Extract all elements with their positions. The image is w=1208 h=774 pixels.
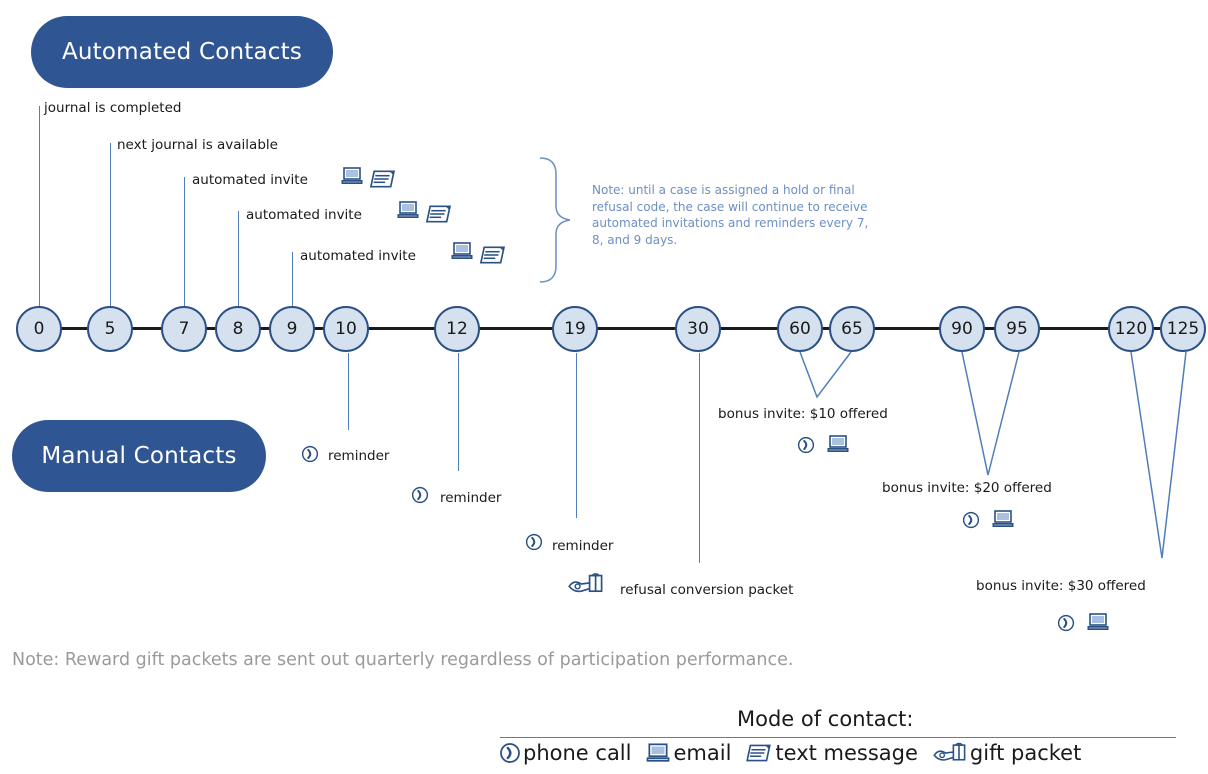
gift-packet-icon	[932, 741, 968, 765]
email-icon	[826, 434, 850, 454]
label-automated-invite-2: automated invite	[246, 207, 362, 223]
node-day-120: 120	[1108, 306, 1154, 352]
label-journal-completed: journal is completed	[44, 100, 182, 116]
email-icon	[991, 509, 1015, 529]
connector-day-19	[576, 353, 577, 518]
connector-day-9	[292, 252, 293, 308]
phone-icon	[797, 436, 815, 454]
label-bonus-30: bonus invite: $30 offered	[976, 578, 1146, 594]
node-day-19: 19	[552, 306, 598, 352]
node-day-5: 5	[87, 306, 133, 352]
manual-contacts-header: Manual Contacts	[12, 420, 266, 492]
connector-day-12	[458, 353, 459, 471]
phone-icon	[499, 742, 521, 764]
legend-divider	[500, 737, 1176, 738]
node-day-95: 95	[994, 306, 1040, 352]
label-next-journal: next journal is available	[117, 137, 278, 153]
legend-email-label: email	[673, 741, 732, 765]
label-reminder-12: reminder	[440, 490, 502, 506]
phone-icon	[1057, 614, 1075, 632]
label-bonus-20: bonus invite: $20 offered	[882, 480, 1052, 496]
label-refusal-conversion: refusal conversion packet	[620, 582, 794, 598]
legend-phone-label: phone call	[523, 741, 632, 765]
legend-gift-label: gift packet	[969, 741, 1082, 765]
label-automated-invite-3: automated invite	[300, 248, 416, 264]
brace-icon	[539, 157, 571, 283]
node-day-65: 65	[829, 306, 875, 352]
email-icon	[1086, 612, 1110, 632]
legend-title: Mode of contact:	[737, 707, 914, 731]
phone-icon	[301, 445, 319, 463]
connector-day-8	[238, 211, 239, 308]
timeline-axis	[30, 327, 1190, 330]
phone-icon	[411, 486, 429, 504]
gift-packet-icon	[566, 572, 606, 596]
label-automated-invite-1: automated invite	[192, 172, 308, 188]
connector-day-7	[184, 177, 185, 308]
legend-text-label: text message	[775, 741, 918, 765]
label-reminder-10: reminder	[328, 448, 390, 464]
phone-icon	[962, 511, 980, 529]
node-day-30: 30	[675, 306, 721, 352]
node-day-12: 12	[434, 306, 480, 352]
node-day-90: 90	[939, 306, 985, 352]
connector-day-0	[39, 106, 40, 308]
email-icon	[645, 742, 671, 764]
connector-day-30	[699, 353, 700, 563]
automated-contacts-header: Automated Contacts	[31, 16, 333, 88]
node-day-8: 8	[215, 306, 261, 352]
node-day-10: 10	[323, 306, 369, 352]
connector-day-5	[110, 143, 111, 307]
node-day-9: 9	[269, 306, 315, 352]
node-day-125: 125	[1160, 306, 1206, 352]
label-reminder-19: reminder	[552, 538, 614, 554]
legend: phone call email text message gift packe…	[499, 741, 1081, 765]
text-message-icon	[745, 742, 773, 764]
label-bonus-10: bonus invite: $10 offered	[718, 406, 888, 422]
phone-icon	[525, 533, 543, 551]
brace-note: Note: until a case is assigned a hold or…	[592, 183, 869, 247]
reward-gift-note: Note: Reward gift packets are sent out q…	[12, 650, 794, 670]
node-day-60: 60	[777, 306, 823, 352]
connector-day-10	[348, 353, 349, 430]
node-day-7: 7	[161, 306, 207, 352]
node-day-0: 0	[16, 306, 62, 352]
